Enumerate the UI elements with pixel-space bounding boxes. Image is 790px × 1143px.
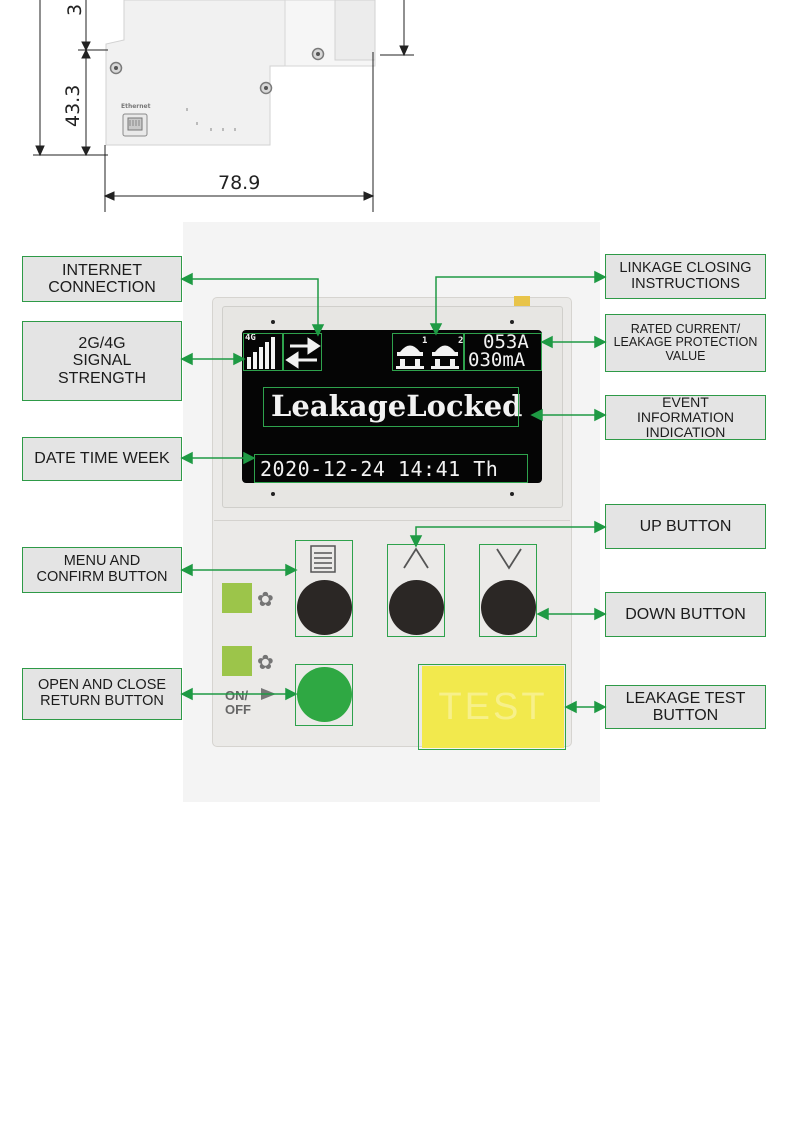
highlight-linkage [392, 333, 464, 371]
leakage-rating: 030mA [468, 349, 526, 371]
indicator-square-1 [222, 583, 252, 613]
callout-leakage-test: LEAKAGE TEST BUTTON [605, 685, 766, 729]
gear-icon: ✿ [257, 587, 274, 611]
callout-menu-confirm: MENU AND CONFIRM BUTTON [22, 547, 182, 593]
menu-confirm-button[interactable] [297, 580, 352, 635]
down-chevron-icon [496, 548, 522, 570]
datetime-text: 2020-12-24 14:41 Th [260, 457, 499, 481]
menu-icon [310, 545, 336, 573]
panel-tab [514, 296, 530, 309]
internet-arrows-icon [285, 337, 321, 369]
indicator-square-2 [222, 646, 252, 676]
ethernet-label: Ethernet [121, 103, 151, 110]
dimension-width: 78.9 [218, 172, 261, 194]
signal-type-label: 4G [245, 333, 256, 343]
highlight-menu-button [295, 540, 353, 637]
current-rating: 053A [483, 331, 529, 353]
callout-signal-strength: 2G/4G SIGNAL STRENGTH [22, 321, 182, 401]
onoff-label: ON/ OFF [225, 688, 251, 717]
callout-internet-connection: INTERNET CONNECTION [22, 256, 182, 302]
device-outline [33, 0, 414, 212]
test-button-label: TEST [438, 685, 548, 728]
highlight-datetime [254, 454, 528, 483]
callout-up-button: UP BUTTON [605, 504, 766, 549]
highlight-event [263, 387, 519, 427]
signal-bars-icon [247, 337, 275, 369]
callout-event-info: EVENT INFORMATION INDICATION [605, 394, 766, 440]
leakage-test-button[interactable]: TEST [422, 666, 564, 748]
callout-rated-current: RATED CURRENT/ LEAKAGE PROTECTION VALUE [605, 314, 766, 372]
up-chevron-icon [403, 547, 429, 569]
onoff-return-button[interactable] [297, 667, 352, 722]
linkage-1-index: 1 [422, 336, 428, 346]
event-text: LeakageLocked [271, 389, 523, 423]
panel-divider [214, 520, 570, 521]
highlight-internet [283, 333, 322, 371]
callout-down-button: DOWN BUTTON [605, 592, 766, 637]
linkage-2-index: 2 [458, 336, 464, 346]
callout-open-close-return: OPEN AND CLOSE RETURN BUTTON [22, 668, 182, 720]
up-button[interactable] [389, 580, 444, 635]
highlight-down-button [479, 544, 537, 637]
callout-linkage-closing: LINKAGE CLOSING INSTRUCTIONS [605, 254, 766, 299]
highlight-signal [243, 333, 283, 371]
callout-date-time-week: DATE TIME WEEK [22, 437, 182, 481]
highlight-rating [464, 333, 542, 371]
down-button[interactable] [481, 580, 536, 635]
linkage-icons [396, 345, 459, 369]
gear-icon-2: ✿ [257, 650, 274, 674]
